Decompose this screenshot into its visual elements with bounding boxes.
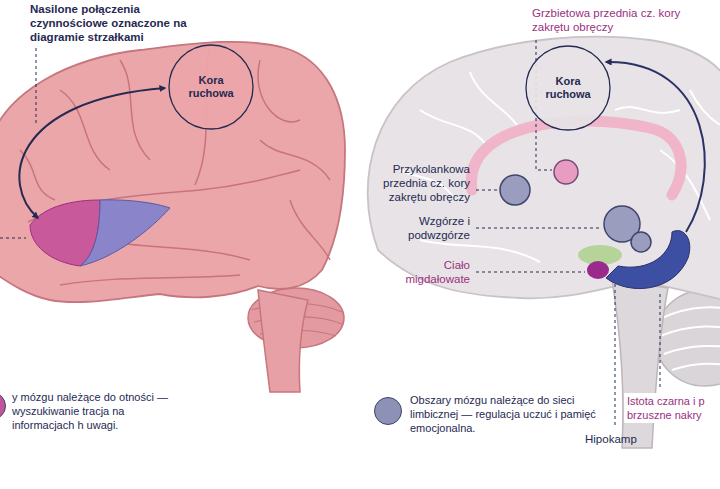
limbic-structures	[500, 160, 690, 289]
leader-line	[660, 294, 661, 388]
region-label: Grzbietowa przednia cz. kory zakrętu obr…	[532, 6, 714, 34]
circle-outline	[526, 46, 610, 130]
lateral-brain	[258, 290, 308, 392]
legend-text: y mózgu należące do otności — wyszukiwan…	[12, 390, 172, 432]
limbic-structures	[631, 232, 651, 252]
leader-line	[476, 272, 585, 273]
insula-region	[30, 200, 170, 266]
leader-line	[615, 284, 616, 428]
leader-line	[476, 190, 498, 191]
region-label: Istota czarna i p brzuszne nakry	[624, 393, 716, 423]
legend-item: Obszary mózgu należące do sieci limbiczn…	[410, 393, 625, 435]
leader-line	[476, 228, 602, 229]
label-box: Hipokamp	[585, 432, 665, 446]
label-box: Nasilone połączenia czynnościowe oznaczo…	[30, 2, 190, 44]
limbic-structures	[554, 160, 578, 184]
lateral-brain	[0, 42, 345, 302]
circle-text-box: Kora ruchowa	[181, 74, 241, 100]
circle-outline	[169, 45, 253, 129]
label-box: Ciało migdałowate	[380, 258, 470, 286]
lateral-brain	[0, 42, 345, 392]
motor-cortex-circle: Kora ruchowa	[525, 45, 611, 131]
motor-cortex-circle: Kora ruchowa	[168, 44, 254, 130]
note-text: Nasilone połączenia czynnościowe oznaczo…	[30, 2, 190, 44]
region-label: Wzgórze i podwzgórze	[380, 214, 470, 242]
limbic-structures	[500, 175, 530, 205]
leader-line	[0, 40, 660, 428]
label-box: Grzbietowa przednia cz. kory zakrętu obr…	[532, 6, 714, 34]
label-box: Przykolankowa przednia cz. kory zakrętu …	[350, 162, 470, 204]
limbic-structures	[587, 261, 609, 279]
connectivity-arrow	[19, 88, 165, 218]
region-name: Kora ruchowa	[181, 74, 241, 100]
circle-text-box: Kora ruchowa	[538, 75, 598, 101]
lateral-brain	[20, 45, 330, 285]
label-box: Istota czarna i p brzuszne nakry	[624, 393, 716, 423]
limbic-structures	[606, 231, 690, 289]
sagittal-brain	[368, 37, 720, 448]
leader-line	[0, 238, 26, 239]
insula-region	[80, 200, 170, 266]
legend-swatch	[0, 392, 6, 420]
leader-line	[36, 48, 37, 124]
connectivity-arrow	[606, 62, 705, 232]
label-box: Wzgórze i podwzgórze	[380, 214, 470, 242]
legend-item: y mózgu należące do otności — wyszukiwan…	[12, 390, 172, 432]
region-label: Ciało migdałowate	[380, 258, 470, 286]
legend-text: Obszary mózgu należące do sieci limbiczn…	[410, 393, 625, 435]
region-name: Kora ruchowa	[538, 75, 598, 101]
region-label: Hipokamp	[585, 432, 665, 446]
legend-swatch	[374, 397, 402, 425]
region-label: Przykolankowa przednia cz. kory zakrętu …	[350, 162, 470, 204]
sagittal-brain	[660, 307, 720, 370]
